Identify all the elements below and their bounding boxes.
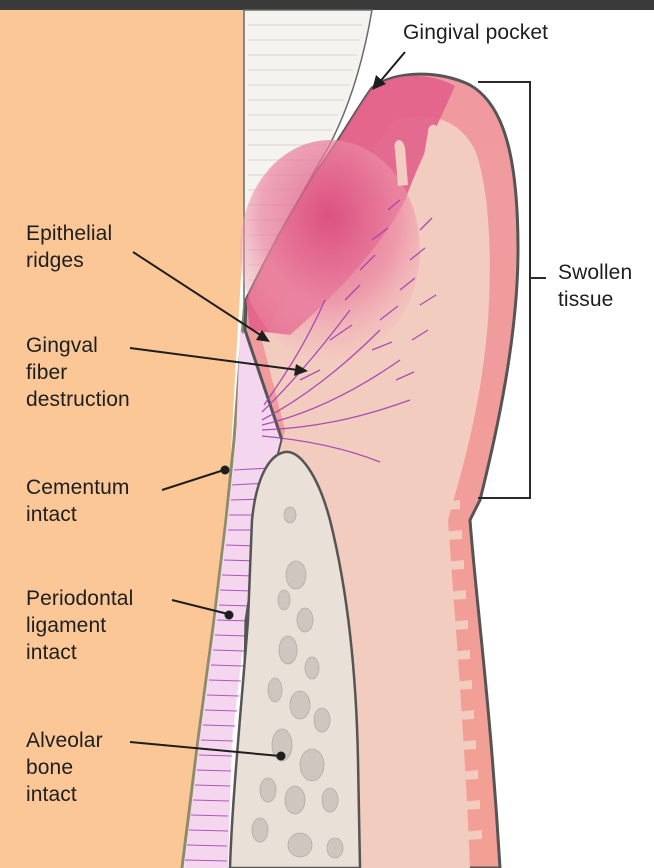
- gingival-pocket-label: Gingival pocket: [403, 19, 548, 46]
- gingival-fiber-destruction-label: Gingval fiber destruction: [26, 332, 130, 413]
- swollen-tissue-label: Swollen tissue: [558, 259, 632, 313]
- periodontal-ligament-intact-label: Periodontal ligament intact: [26, 585, 133, 666]
- inflammation-glow: [240, 140, 420, 360]
- cementum-intact-label: Cementum intact: [26, 474, 130, 528]
- ligament-dot: [225, 611, 234, 620]
- epithelial-ridges-label: Epithelial ridges: [26, 220, 112, 274]
- bone-dot: [277, 752, 286, 761]
- cementum-dot: [221, 466, 230, 475]
- top-border-bar: [0, 0, 654, 10]
- alveolar-bone-intact-label: Alveolar bone intact: [26, 727, 103, 808]
